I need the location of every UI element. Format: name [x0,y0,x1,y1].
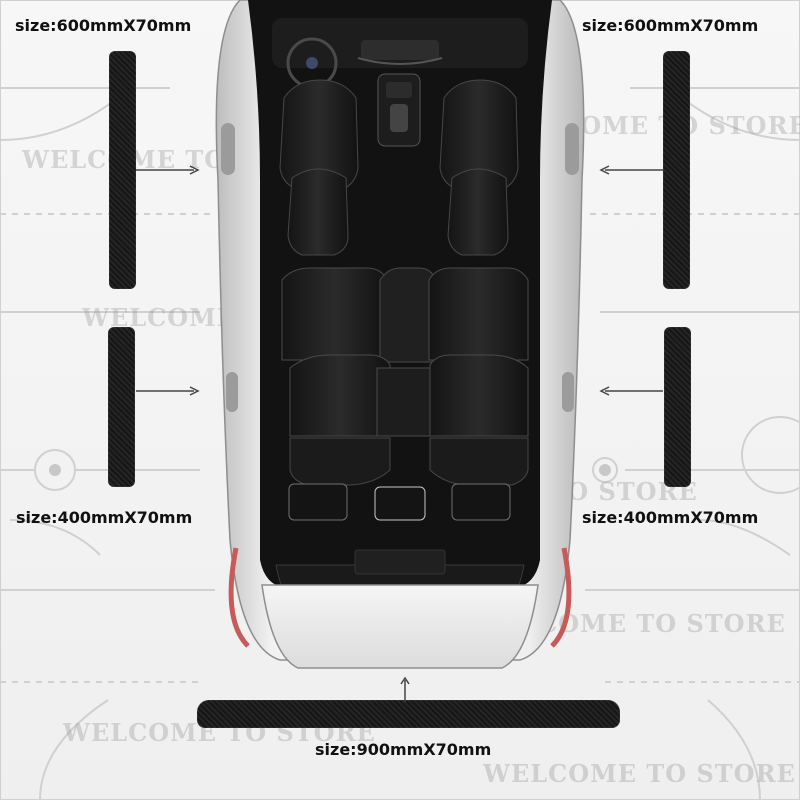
arrow-right-icon [136,165,200,175]
arrow-left-icon [599,386,663,396]
arrow-left-icon [599,165,663,175]
size-label-top-left: size:600mmX70mm [15,16,192,35]
size-label-top-right: size:600mmX70mm [582,16,759,35]
car-top-view-icon [215,0,585,669]
arrow-right-icon [136,386,200,396]
arrow-up-icon [400,676,410,702]
size-label-bottom-right: size:400mmX70mm [582,508,759,527]
strip-bottom-center [197,700,620,728]
size-label-bottom-left: size:400mmX70mm [16,508,193,527]
strip-top-right [663,51,690,289]
watermark-7: WELCOME TO STORE [483,759,796,788]
size-label-bottom-center: size:900mmX70mm [315,740,492,759]
strip-bottom-left [108,327,135,487]
strip-bottom-right [664,327,691,487]
strip-top-left [109,51,136,289]
